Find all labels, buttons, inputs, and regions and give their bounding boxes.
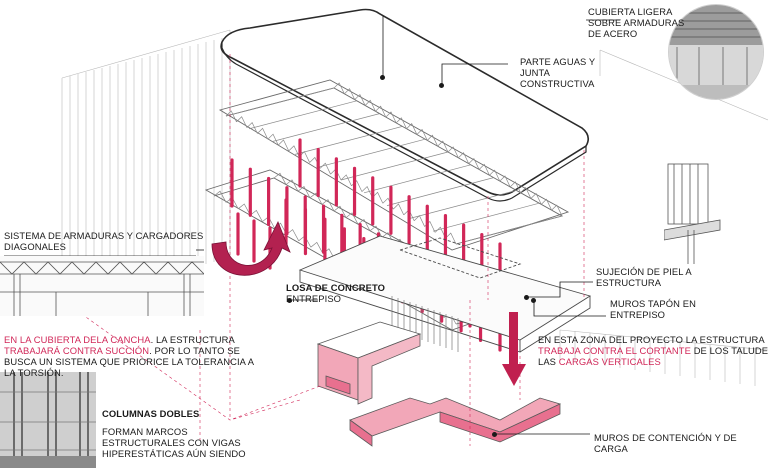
retaining-walls [316,321,562,447]
label-columnas-dobles: COLUMNAS DOBLES [102,408,200,419]
leader-dot [287,298,292,303]
leader-dot [492,432,497,437]
text-cancha-estructura: EN LA CUBIERTA DELA CANCHA. LA ESTRUCTUR… [4,334,255,378]
truss-web [333,82,563,217]
truss-crossbeam [386,177,494,206]
roof-slab [220,8,590,202]
torsion-arrow [211,221,291,276]
truss-crossbeam [225,87,335,117]
load-arrow [502,312,526,386]
leader-dot [524,295,529,300]
truss-crossbeam [363,164,471,194]
label-muros-tapon: MUROS TAPÓN EN ENTREPISO [610,298,696,320]
truss-crossbeam [455,215,563,245]
label-sujecion-piel: SUJECIÓN DE PIEL A ESTRUCTURA [596,266,692,288]
label-losa-concreto: LOSA DE CONCRETO ENTREPISO [286,282,386,304]
label-parte-aguas: PARTE AGUAS Y JUNTA CONSTRUCTIVA [520,56,596,89]
label-sistema-armaduras: SISTEMA DE ARMADURAS Y CARGADORES DIAGON… [4,230,204,252]
truss-crossbeam [294,126,403,155]
leader-dot [531,298,536,303]
double-columns-photo [0,372,96,468]
truss-crossbeam [248,100,357,130]
highlight-cargas: CARGAS VERTICALES [558,356,661,367]
highlight-succion: TRABAJARÁ CONTRA SUCCIÓN [4,345,150,356]
truss-crossbeam [432,202,540,232]
leader-dot [439,83,444,88]
truss-crossbeam [340,151,449,181]
text-columnas-body: FORMAN MARCOS ESTRUCTURALES CON VIGAS HI… [102,426,246,459]
leader-dot [380,75,385,80]
label-cubierta-ligera: CUBIERTA LIGERA SOBRE ARMADURAS DE ACERO [588,6,685,39]
lower-facade-slats [391,296,459,352]
highlight-cubierta-cancha: EN LA CUBIERTA DELA CANCHA [4,334,151,345]
highlight-cortante: TRABAJA CONTRA EL CORTANTE [538,345,691,356]
dashed-guides [61,54,585,446]
left-slat-facade [61,29,231,300]
label-muros-contencion: MUROS DE CONTENCIÓN Y DE CARGA [594,432,737,454]
text-zona-estructura: EN ESTA ZONA DEL PROYECTO LA ESTRUCTURA … [538,334,768,367]
truss-crossbeam [317,138,426,168]
truss-crossbeam [271,113,380,142]
truss-elevation-drawing [0,256,204,316]
facade-detail-sketch [664,160,724,264]
